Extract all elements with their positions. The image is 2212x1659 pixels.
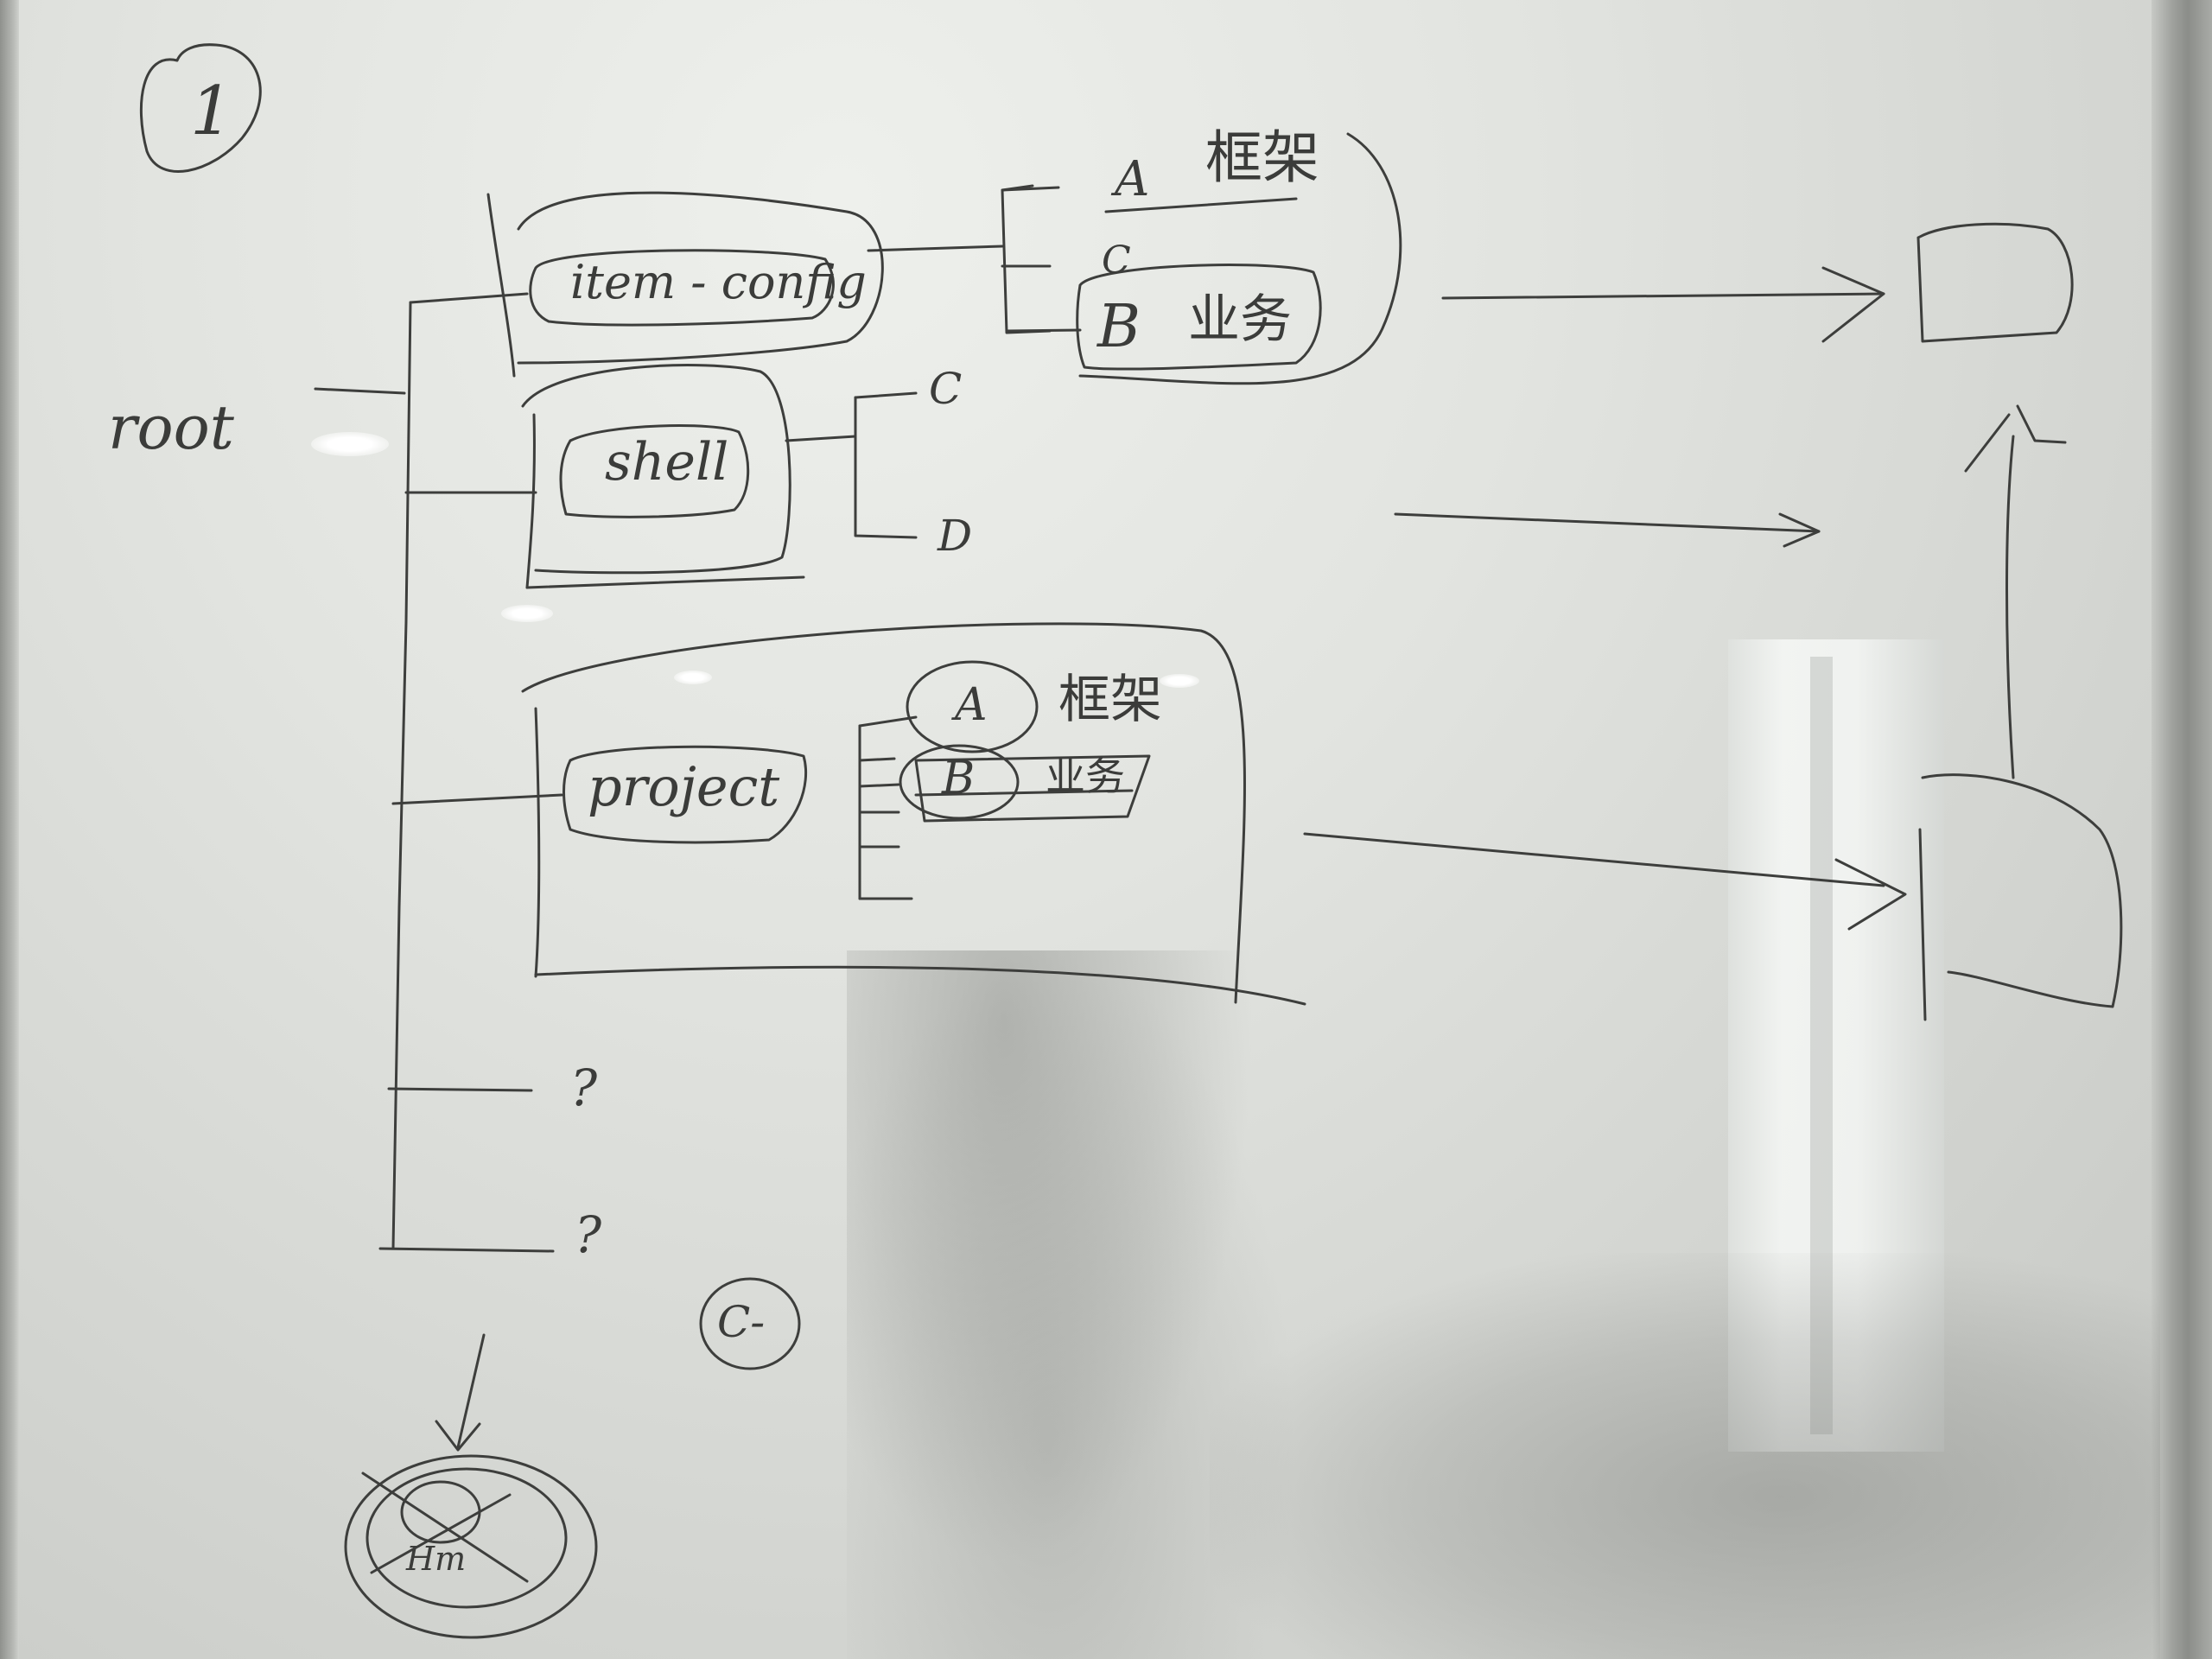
whiteboard-frame-right bbox=[2152, 0, 2212, 1659]
shell-connector bbox=[785, 435, 857, 442]
shell-branch-c: C bbox=[929, 364, 963, 414]
item-config-fork-a bbox=[1001, 186, 1060, 192]
right-box-bottom bbox=[1921, 773, 2123, 1008]
crossed-circle-outer bbox=[344, 1454, 598, 1639]
item-config-arrowhead bbox=[1821, 266, 1885, 343]
project-bracket bbox=[534, 707, 541, 978]
root-connector bbox=[314, 387, 406, 395]
person-reflection bbox=[847, 950, 1296, 1659]
page-number-circle bbox=[139, 43, 262, 173]
item-config-node-outline bbox=[529, 249, 835, 327]
item-config-arrow bbox=[1441, 292, 1885, 300]
project-b-circle bbox=[899, 744, 1020, 820]
ceiling-light-reflection bbox=[501, 605, 553, 622]
project-node-outline bbox=[563, 745, 808, 844]
shell-arrowhead bbox=[1778, 512, 1821, 548]
right-box-top-arrow bbox=[1964, 413, 2011, 473]
bottom-arrow bbox=[456, 1333, 486, 1449]
item-config-group-outline bbox=[517, 191, 884, 365]
shell-node-outline bbox=[559, 424, 750, 518]
right-box-link bbox=[2005, 435, 2015, 779]
project-baseline bbox=[534, 965, 1306, 1006]
window-reflection bbox=[1728, 639, 1944, 1452]
project-arrow bbox=[1303, 832, 1885, 887]
project-b-strike bbox=[914, 789, 1134, 797]
root-branch-item-config bbox=[409, 292, 529, 304]
root-label: root bbox=[108, 392, 234, 463]
shell-fork bbox=[854, 396, 918, 539]
shell-arrow bbox=[1394, 512, 1821, 533]
furniture-reflection bbox=[1210, 1253, 2160, 1659]
item-config-bracket bbox=[486, 193, 516, 378]
item-config-branch-b: B bbox=[1097, 293, 1141, 361]
shell-branch-d: D bbox=[938, 511, 973, 561]
root-trunk bbox=[391, 301, 412, 1250]
shell-underline bbox=[525, 575, 805, 589]
ceiling-light-reflection bbox=[1160, 674, 1199, 688]
ceiling-light-reflection bbox=[311, 432, 389, 456]
circle-note: C- bbox=[717, 1297, 766, 1347]
item-config-a-underline bbox=[1104, 197, 1298, 213]
item-config-node-label: item - config bbox=[570, 255, 867, 309]
crossed-circle-strike-2 bbox=[370, 1493, 512, 1574]
shell-group-outline bbox=[521, 364, 791, 575]
shell-node-label: shell bbox=[605, 432, 729, 493]
right-box-bottom-side bbox=[1918, 828, 1927, 1021]
crossed-circle-note: Hm bbox=[406, 1540, 467, 1578]
item-config-connector bbox=[867, 245, 1004, 252]
right-box-top bbox=[1916, 222, 2074, 343]
project-a-circle bbox=[906, 660, 1039, 753]
right-box-top-arrowhead bbox=[2016, 404, 2067, 444]
ellipsis-mark-1: ? bbox=[570, 1058, 598, 1117]
window-mullion-reflection bbox=[1810, 657, 1833, 1434]
root-branch-bottom bbox=[378, 1247, 555, 1253]
item-config-outer-outline bbox=[1078, 132, 1402, 385]
item-config-branch-b-note: 业务 bbox=[1188, 289, 1292, 350]
item-config-fork bbox=[1001, 184, 1052, 334]
circle-note-outline bbox=[699, 1277, 801, 1370]
project-branch-a-note: 框架 bbox=[1058, 670, 1162, 730]
ellipsis-mark-2: ? bbox=[575, 1205, 602, 1264]
project-branch-a: A bbox=[955, 679, 988, 731]
item-config-branch-a: A bbox=[1115, 151, 1150, 207]
project-b-outline bbox=[914, 754, 1151, 823]
crossed-circle-strike-1 bbox=[361, 1471, 529, 1583]
project-fork-1 bbox=[858, 715, 918, 728]
ceiling-light-reflection bbox=[674, 671, 712, 684]
shell-fork-c bbox=[854, 391, 918, 399]
bottom-arrowhead bbox=[435, 1420, 481, 1452]
page-number: 1 bbox=[190, 73, 233, 150]
crossed-circle-inner bbox=[365, 1467, 568, 1609]
project-fork-2 bbox=[858, 757, 896, 762]
project-branch-b-note: 业务 bbox=[1046, 753, 1125, 799]
project-node-label: project bbox=[588, 755, 780, 818]
item-config-branch-c: C bbox=[1102, 238, 1131, 283]
project-fork-3 bbox=[858, 783, 900, 788]
root-branch-project bbox=[391, 793, 563, 805]
item-config-b-outline bbox=[1076, 264, 1322, 371]
project-branch-b: B bbox=[942, 753, 976, 804]
project-arrowhead bbox=[1834, 858, 1907, 931]
root-branch-lower bbox=[387, 1087, 533, 1092]
shell-bracket bbox=[525, 413, 536, 589]
project-group-outline bbox=[521, 622, 1246, 1004]
item-config-fork-b bbox=[1005, 328, 1082, 333]
whiteboard-frame-left bbox=[0, 0, 19, 1659]
item-config-branch-a-note: 框架 bbox=[1205, 124, 1319, 191]
